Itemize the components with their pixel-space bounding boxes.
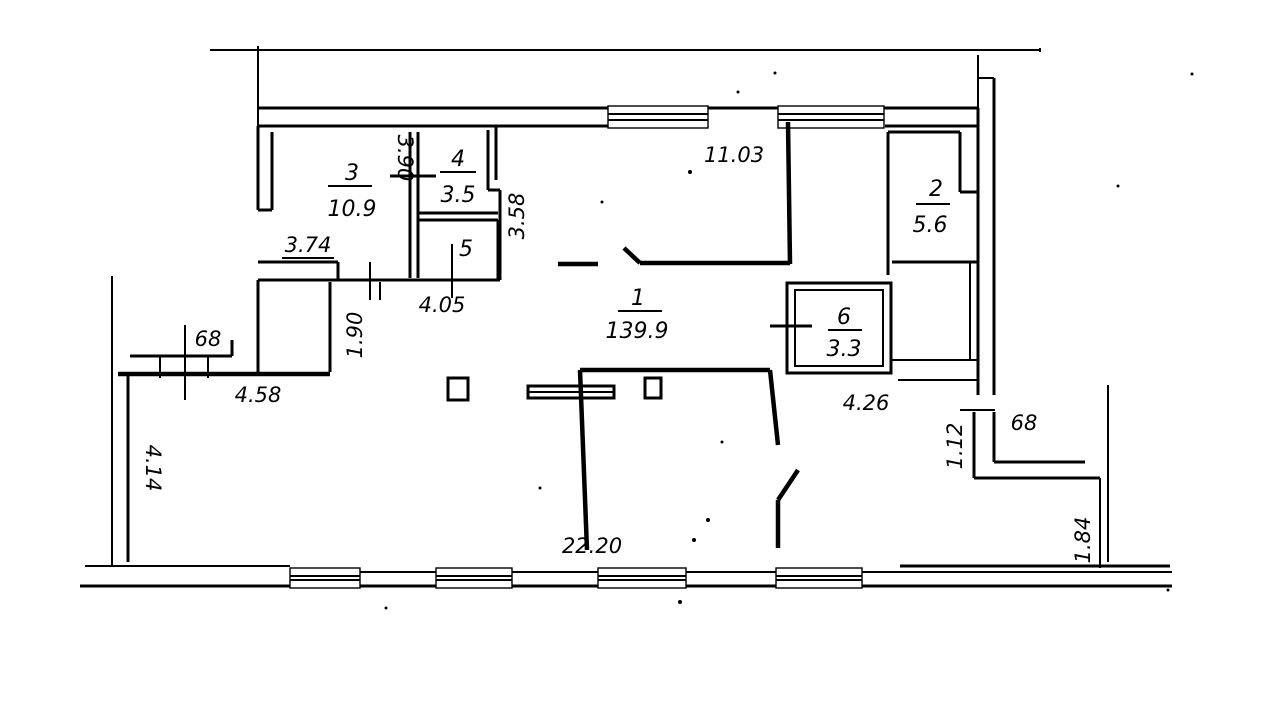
- room-6-walls: [770, 281, 978, 381]
- dim-left-wall-thickness: 68: [195, 327, 222, 351]
- room-3-area: 10.9: [328, 197, 377, 222]
- left-wall: [111, 276, 332, 565]
- room-1-area: 139.9: [606, 319, 669, 344]
- right-wall: [960, 77, 1109, 568]
- dim-rooms-width: 4.05: [419, 293, 466, 317]
- dim-room3-width: 3.74: [285, 233, 332, 257]
- interior-partitions: [558, 121, 800, 551]
- room-4-number: 4: [451, 147, 465, 172]
- dim-left-height: 4.14: [141, 445, 165, 492]
- dimension-labels: 11.03 3.74 3.90 3.58 4.05 1.90 68 4.58 4…: [141, 135, 1095, 564]
- room-3-label: 3 10.9: [328, 161, 377, 222]
- top-windows: [607, 105, 885, 129]
- columns: [446, 376, 663, 402]
- dim-room3-height: 3.90: [393, 135, 417, 182]
- room-6-label: 6 3.3: [827, 305, 862, 362]
- bottom-wall: [80, 564, 1172, 589]
- dim-step-height: 1.90: [343, 312, 367, 359]
- room-5-number: 5: [459, 237, 473, 262]
- room-2-walls: [886, 130, 978, 360]
- left-rooms-walls: [256, 126, 502, 372]
- dim-bottom-width: 22.20: [562, 534, 622, 558]
- room-5-label: 5: [451, 237, 473, 298]
- room-6-number: 6: [837, 305, 851, 330]
- dim-right-bottom-height: 1.84: [1071, 517, 1095, 564]
- room-6-area: 3.3: [827, 337, 862, 362]
- room-2-area: 5.6: [913, 213, 948, 238]
- room-4-label: 4 3.5: [440, 147, 476, 208]
- room-2-number: 2: [929, 177, 943, 202]
- dim-room4-5-height: 3.58: [505, 193, 529, 240]
- dim-right-wall-thickness: 68: [1011, 411, 1038, 435]
- scan-specks: [384, 71, 1194, 610]
- outer-lines: [210, 46, 1041, 108]
- room-3-number: 3: [345, 161, 359, 186]
- room-1-label: 1 139.9: [606, 286, 669, 344]
- dim-top-width: 11.03: [704, 143, 764, 167]
- room-4-area: 3.5: [441, 183, 476, 208]
- room-1-number: 1: [631, 286, 645, 311]
- dim-room6-offset: 4.26: [843, 391, 890, 415]
- dim-left-step-width: 4.58: [235, 383, 282, 407]
- dim-right-step-height: 1.12: [943, 423, 967, 470]
- room-2-label: 2 5.6: [913, 177, 950, 238]
